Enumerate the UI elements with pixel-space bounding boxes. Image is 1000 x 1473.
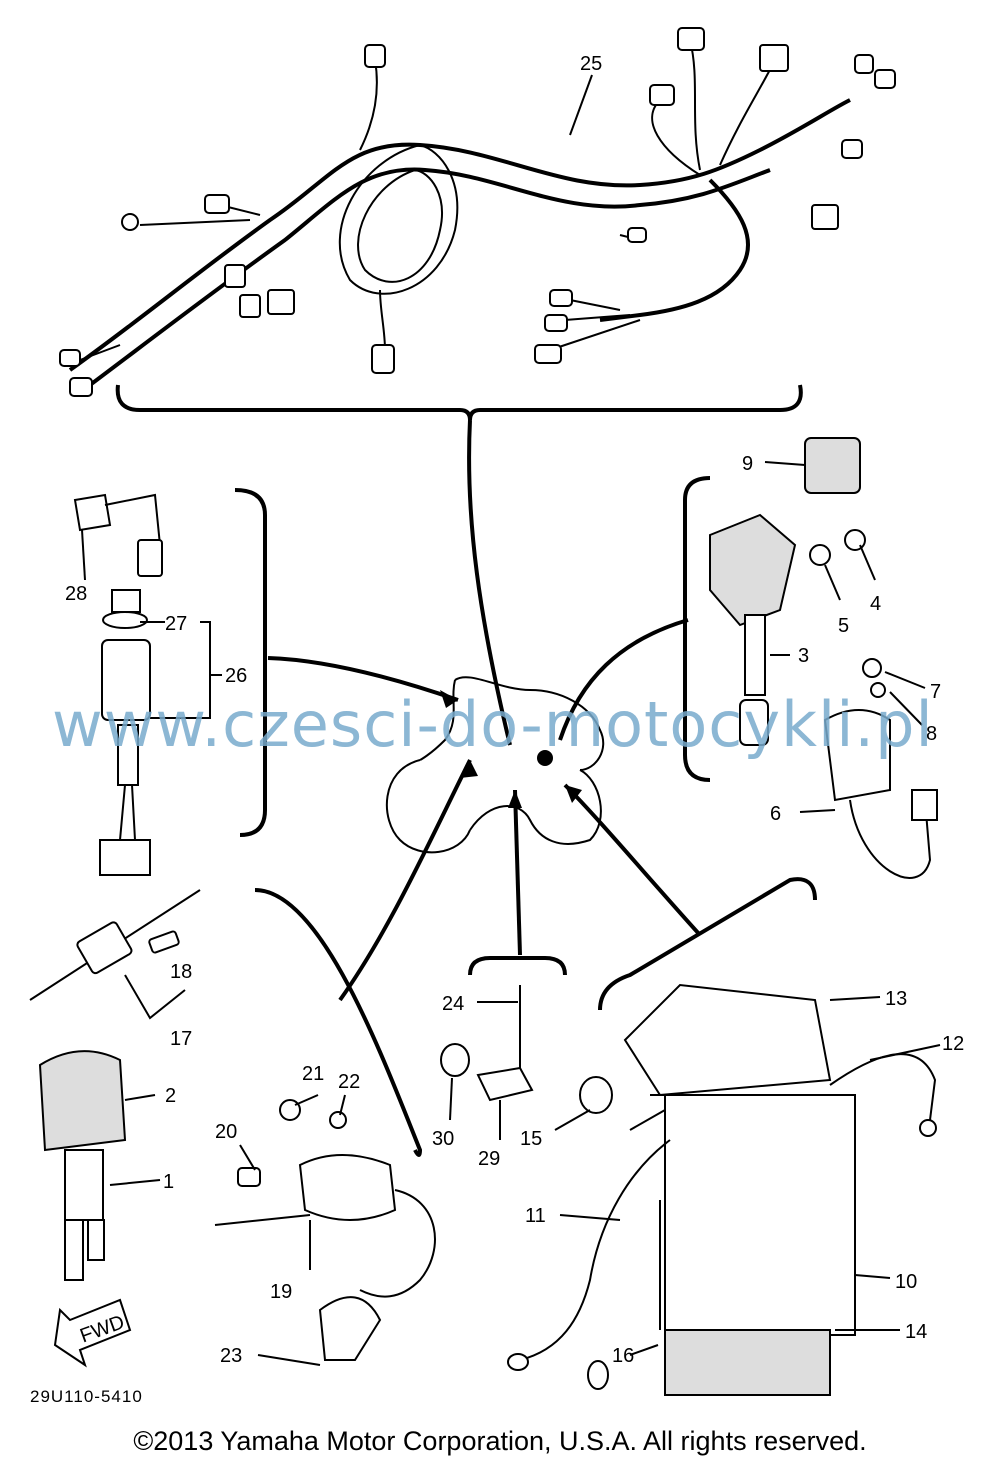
callout-9: 9 <box>742 453 753 475</box>
callout-7: 7 <box>930 681 941 703</box>
harness-bracket <box>115 384 803 421</box>
callout-2: 2 <box>165 1085 176 1107</box>
callout-20: 20 <box>215 1121 237 1143</box>
sensor-bracket <box>468 956 567 976</box>
callout-6: 6 <box>770 803 781 825</box>
callout-27: 27 <box>165 613 187 635</box>
leader-lines <box>267 419 702 1002</box>
callout-21: 21 <box>302 1063 324 1085</box>
callout-25: 25 <box>580 53 602 75</box>
callout-23: 23 <box>220 1345 242 1367</box>
callout-22: 22 <box>338 1071 360 1093</box>
callout-12: 12 <box>942 1033 964 1055</box>
callout-11: 11 <box>525 1205 546 1227</box>
callout-4: 4 <box>870 593 881 615</box>
callout-16: 16 <box>612 1345 634 1367</box>
callout-3: 3 <box>798 645 809 667</box>
callout-26: 26 <box>225 665 247 687</box>
callout-labels: 1 2 3 4 5 6 7 8 9 10 11 12 13 14 15 16 1… <box>65 53 964 1367</box>
callout-14: 14 <box>905 1321 927 1343</box>
callout-1: 1 <box>163 1171 174 1193</box>
callout-19: 19 <box>270 1281 292 1303</box>
motorcycle-outline <box>386 676 605 854</box>
watermark: www.czesci-do-motocykli.pl <box>52 688 934 761</box>
ignition-bracket <box>234 488 267 837</box>
callout-13: 13 <box>885 988 907 1010</box>
callout-29: 29 <box>478 1148 500 1170</box>
callout-18: 18 <box>170 961 192 983</box>
callout-8: 8 <box>926 723 937 745</box>
callout-28: 28 <box>65 583 87 605</box>
callout-5: 5 <box>838 615 849 637</box>
callout-17: 17 <box>170 1028 192 1050</box>
callout-10: 10 <box>895 1271 917 1293</box>
callout-15: 15 <box>520 1128 542 1150</box>
part-drawings <box>29 437 938 1396</box>
drawing-code: 29U110-5410 <box>30 1387 143 1406</box>
battery-bracket <box>598 877 817 1011</box>
rectifier-bracket <box>683 476 711 782</box>
wire-harness-drawing <box>59 27 896 397</box>
copyright-notice: ©2013 Yamaha Motor Corporation, U.S.A. A… <box>133 1426 867 1456</box>
callout-lines <box>81 461 941 1366</box>
starter-bracket <box>254 888 423 1157</box>
callout-24: 24 <box>442 993 464 1015</box>
callout-30: 30 <box>432 1128 454 1150</box>
